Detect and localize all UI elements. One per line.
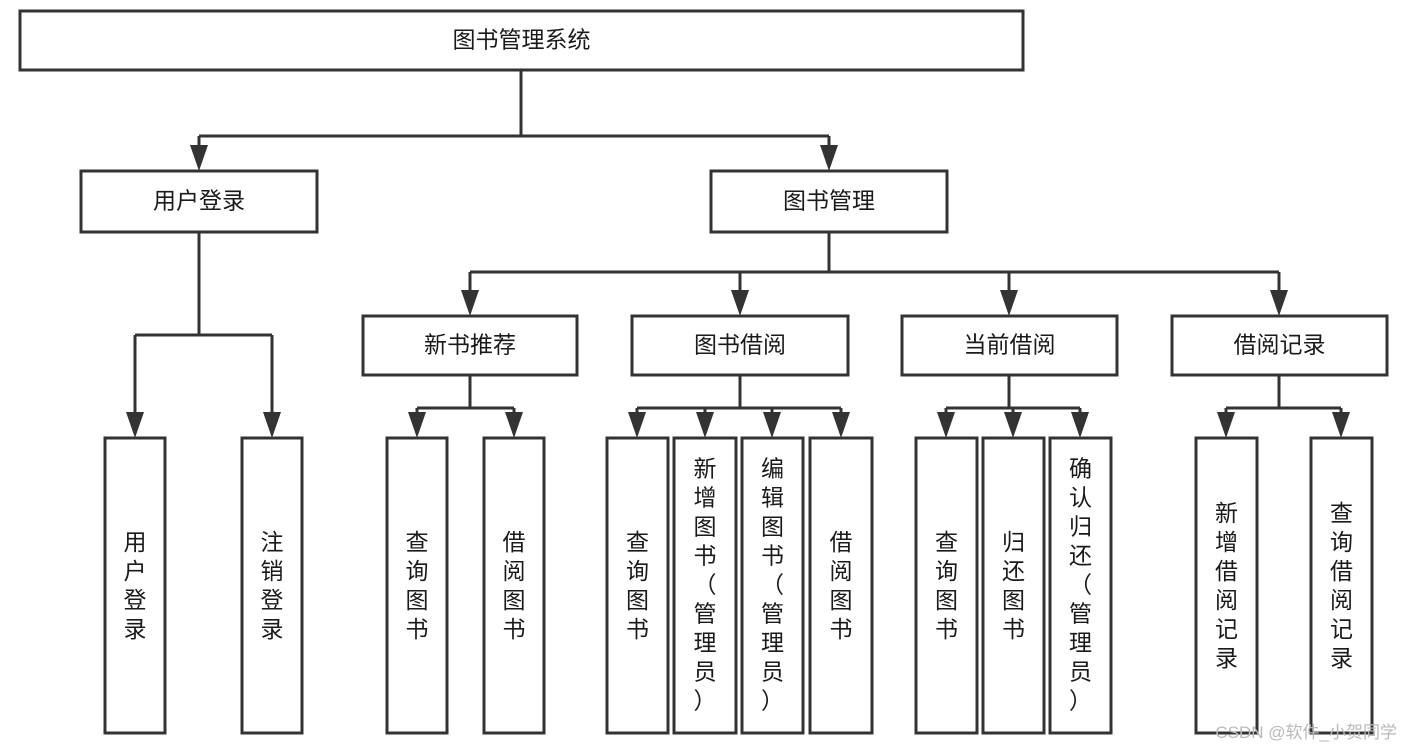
- node-user-login[interactable]: 用户登录: [79, 169, 319, 234]
- arrow-head-icon: [1332, 412, 1350, 438]
- node-label: 新增借阅记录: [1215, 500, 1238, 671]
- arrow-head-icon: [408, 412, 426, 438]
- arrow-head-icon: [763, 412, 781, 438]
- node-leaf-add-book-admin[interactable]: 新增图书（管理员）: [672, 436, 738, 735]
- node-label: 编辑图书（管理员）: [761, 456, 784, 714]
- node-box[interactable]: [630, 314, 850, 377]
- node-label: 用户登录: [153, 188, 245, 214]
- node-box[interactable]: [605, 436, 670, 735]
- connector-current-to-leaves: [937, 375, 1089, 438]
- node-box[interactable]: [740, 436, 805, 735]
- arrow-head-icon: [832, 412, 850, 438]
- node-leaf-query-book-rec[interactable]: 查询图书: [385, 436, 449, 735]
- node-label: 借阅图书: [830, 529, 853, 642]
- node-box[interactable]: [240, 436, 304, 735]
- node-label: 确认归还（管理员）: [1069, 456, 1092, 714]
- node-label: 查询图书: [626, 529, 649, 642]
- node-box[interactable]: [361, 314, 579, 377]
- arrow-head-icon: [937, 412, 955, 438]
- node-leaf-return-book[interactable]: 归还图书: [981, 436, 1046, 735]
- arrow-head-icon: [263, 412, 281, 438]
- node-label: 借阅记录: [1234, 332, 1326, 358]
- node-new-book-recommend[interactable]: 新书推荐: [361, 314, 579, 377]
- node-label: 当前借阅: [964, 332, 1056, 358]
- node-label: 查询图书: [406, 529, 429, 642]
- node-box[interactable]: [103, 436, 167, 735]
- node-leaf-edit-book-admin[interactable]: 编辑图书（管理员）: [740, 436, 805, 735]
- node-box[interactable]: [385, 436, 449, 735]
- arrow-head-icon: [126, 412, 144, 438]
- arrow-head-icon: [505, 412, 523, 438]
- node-box[interactable]: [808, 436, 874, 735]
- arrow-head-icon: [696, 412, 714, 438]
- arrow-head-icon: [461, 290, 479, 316]
- node-leaf-query-book-current[interactable]: 查询图书: [914, 436, 979, 735]
- node-box[interactable]: [900, 314, 1119, 377]
- connector-record-to-leaves: [1217, 375, 1350, 438]
- node-box[interactable]: [672, 436, 738, 735]
- arrow-head-icon: [1004, 412, 1022, 438]
- node-box[interactable]: [1048, 436, 1113, 735]
- node-borrow-record[interactable]: 借阅记录: [1170, 314, 1389, 377]
- node-leaf-user-login[interactable]: 用户登录: [103, 436, 167, 735]
- node-box[interactable]: [914, 436, 979, 735]
- node-label: 查询图书: [935, 529, 958, 642]
- node-box[interactable]: [1170, 314, 1389, 377]
- node-box[interactable]: [79, 169, 319, 234]
- csdn-watermark: CSDN @软件_小贺同学: [1215, 723, 1397, 742]
- node-label: 用户登录: [124, 529, 147, 642]
- node-leaf-add-borrow-record[interactable]: 新增借阅记录: [1194, 436, 1259, 735]
- arrow-head-icon: [190, 145, 208, 171]
- connector-userlogin-to-leaves: [126, 232, 281, 438]
- node-root[interactable]: 图书管理系统: [18, 9, 1025, 72]
- node-leaf-query-book-borrow[interactable]: 查询图书: [605, 436, 670, 735]
- node-box[interactable]: [1309, 436, 1374, 735]
- node-label: 图书借阅: [694, 332, 786, 358]
- connector-borrow-to-leaves: [628, 375, 850, 438]
- node-box[interactable]: [709, 169, 949, 234]
- node-label: 查询借阅记录: [1330, 500, 1353, 671]
- node-label: 归还图书: [1002, 529, 1025, 642]
- arrow-head-icon: [731, 290, 749, 316]
- arrow-head-icon: [820, 145, 838, 171]
- connector-layer: [126, 70, 1350, 438]
- node-box[interactable]: [1194, 436, 1259, 735]
- node-label: 图书管理: [783, 188, 875, 214]
- arrow-head-icon: [628, 412, 646, 438]
- node-label: 图书管理系统: [453, 27, 591, 53]
- node-book-manage[interactable]: 图书管理: [709, 169, 949, 234]
- arrow-head-icon: [1000, 290, 1018, 316]
- node-label: 借阅图书: [503, 529, 526, 642]
- arrow-head-icon: [1217, 412, 1235, 438]
- node-current-borrow[interactable]: 当前借阅: [900, 314, 1119, 377]
- node-label: 注销登录: [261, 529, 284, 642]
- node-label: 新书推荐: [424, 332, 516, 358]
- node-layer: 图书管理系统用户登录图书管理新书推荐图书借阅当前借阅借阅记录用户登录注销登录查询…: [18, 9, 1389, 735]
- connector-bookmanage-to-level3: [461, 232, 1288, 316]
- node-leaf-confirm-return-admin[interactable]: 确认归还（管理员）: [1048, 436, 1113, 735]
- node-box[interactable]: [18, 9, 1025, 72]
- arrow-head-icon: [1071, 412, 1089, 438]
- node-leaf-logout[interactable]: 注销登录: [240, 436, 304, 735]
- node-book-borrow[interactable]: 图书借阅: [630, 314, 850, 377]
- node-label: 新增图书（管理员）: [694, 456, 717, 714]
- node-leaf-borrow-book[interactable]: 借阅图书: [808, 436, 874, 735]
- connector-recommend-to-leaves: [408, 375, 523, 438]
- node-leaf-query-borrow-record[interactable]: 查询借阅记录: [1309, 436, 1374, 735]
- node-leaf-borrow-book-rec[interactable]: 借阅图书: [482, 436, 546, 735]
- connector-root-to-level2: [190, 70, 838, 171]
- node-box[interactable]: [482, 436, 546, 735]
- node-box[interactable]: [981, 436, 1046, 735]
- arrow-head-icon: [1270, 290, 1288, 316]
